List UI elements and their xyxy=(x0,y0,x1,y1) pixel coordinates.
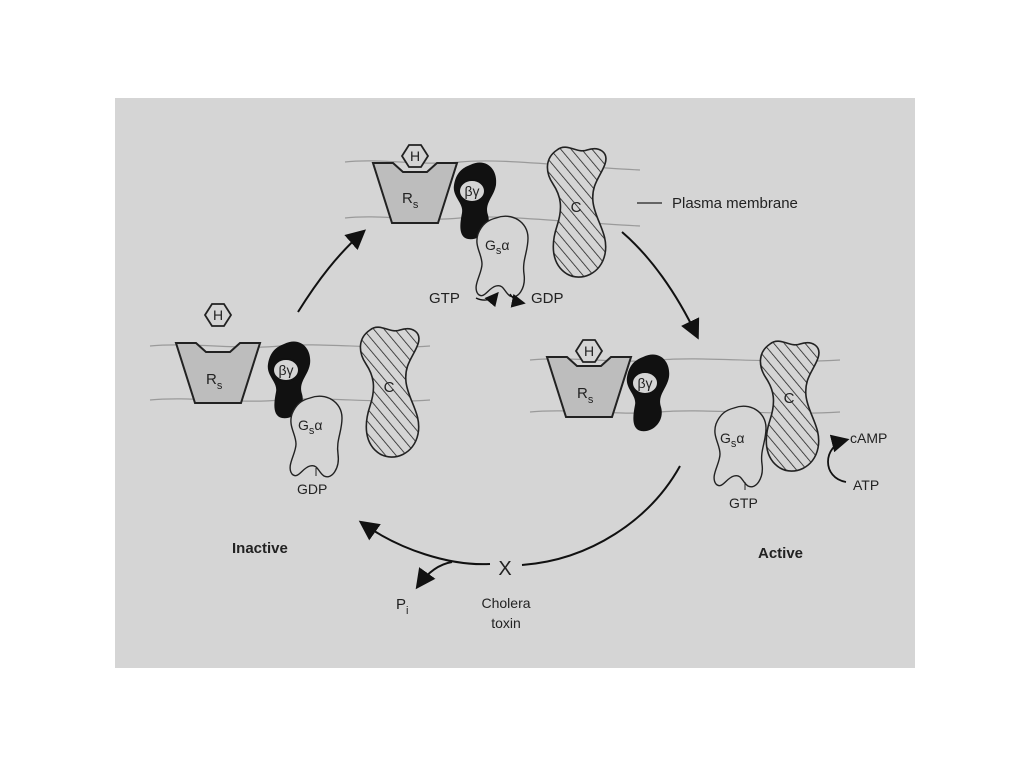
toxin-label: toxin xyxy=(491,615,521,631)
g-alpha-shape xyxy=(713,405,767,488)
active-complex: H Rs βγ Gsα GTP C cAMP ATP xyxy=(529,339,887,511)
gdp-out-arrow xyxy=(509,293,526,308)
gtp-in-arrow xyxy=(475,291,499,308)
atp-label: ATP xyxy=(853,477,879,493)
cyclase-label: C xyxy=(571,199,582,216)
camp-label: cAMP xyxy=(850,430,887,446)
gtp-label: GTP xyxy=(429,290,460,307)
receptor-label: Rs xyxy=(577,385,594,406)
phosphate-release-arrow xyxy=(415,561,453,590)
plasma-membrane-label: Plasma membrane xyxy=(672,195,798,212)
return-arrow xyxy=(358,520,491,566)
receptor-label: Rs xyxy=(402,190,419,211)
toxin-block-mark: X xyxy=(498,558,511,580)
activation-arrow xyxy=(297,229,367,313)
inactive-complex: H Rs βγ Gsα GDP C xyxy=(149,303,431,497)
hormone-label: H xyxy=(584,343,594,359)
g-alpha-label: Gsα xyxy=(485,237,509,257)
gdp-label: GDP xyxy=(531,290,564,307)
gtp-label: GTP xyxy=(729,495,758,511)
hydrolysis-arc xyxy=(521,465,681,566)
phosphate-label: Pi xyxy=(396,596,408,617)
cholera-label: Cholera xyxy=(481,595,530,611)
top-complex: H Rs βγ Gsα C GTP GDP xyxy=(344,144,641,308)
gdp-label: GDP xyxy=(297,481,327,497)
beta-gamma-label: βγ xyxy=(464,183,479,199)
atp-to-camp-arrow xyxy=(827,434,850,483)
cyclase-label: C xyxy=(784,390,795,407)
beta-gamma-label: βγ xyxy=(637,375,652,391)
hormone-label: H xyxy=(213,307,223,323)
active-state-label: Active xyxy=(758,545,803,562)
g-alpha-label: Gsα xyxy=(720,430,744,450)
cyclase-label: C xyxy=(384,379,395,396)
receptor-label: Rs xyxy=(206,371,223,392)
g-alpha-shape xyxy=(475,215,529,298)
cyclase-activation-arrow xyxy=(621,231,700,340)
inactive-state-label: Inactive xyxy=(232,540,288,557)
g-alpha-label: Gsα xyxy=(298,417,322,437)
g-alpha-shape xyxy=(289,395,343,478)
beta-gamma-label: βγ xyxy=(278,362,293,378)
hormone-label: H xyxy=(410,148,420,164)
